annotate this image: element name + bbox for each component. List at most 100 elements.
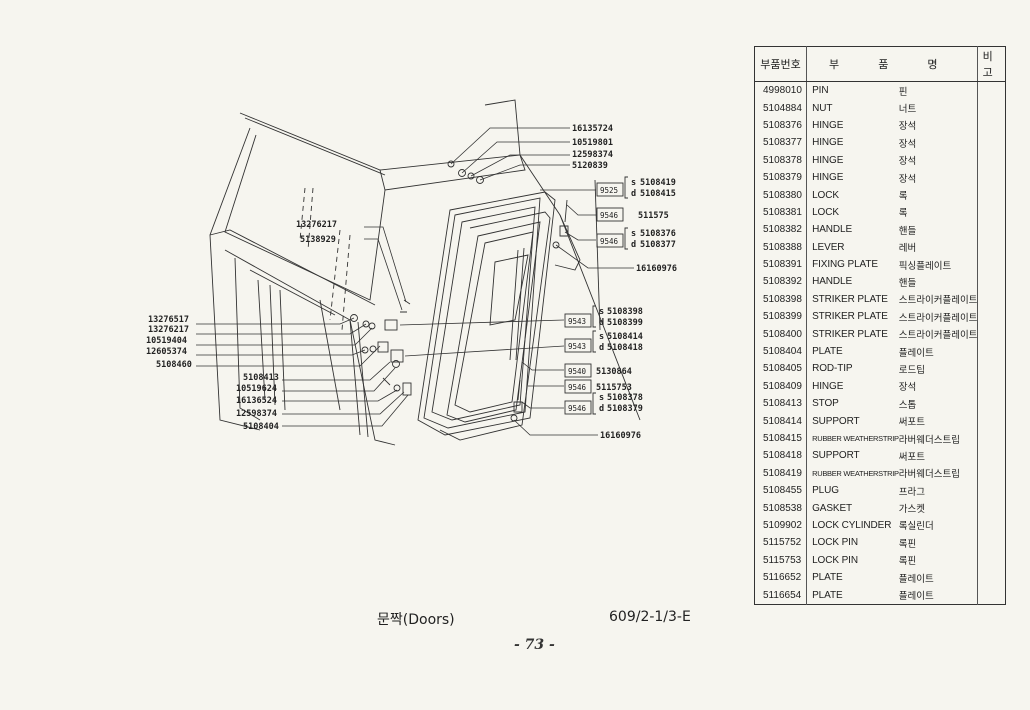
callout: 5108415	[640, 189, 676, 199]
part-number-cell: 5116654	[754, 586, 808, 605]
group-box-label: 9543	[568, 342, 586, 351]
english-name-cell: LOCK PIN	[812, 537, 858, 549]
note-cell	[978, 517, 1006, 534]
korean-name-cell: 장석	[898, 377, 979, 396]
korean-name-cell: 플레이트	[898, 342, 979, 361]
note-cell	[978, 378, 1006, 395]
part-number-cell: 5108388	[754, 238, 808, 256]
english-name-cell: SUPPORT	[812, 415, 860, 427]
side-prefix: d	[631, 240, 636, 250]
english-name-cell: HINGE	[812, 154, 844, 166]
part-number-cell: 5108382	[754, 221, 808, 239]
callouts-left: 13276217 5138929 13276517 13276217 10519…	[146, 220, 337, 432]
note-cell	[978, 430, 1006, 447]
part-number-cell: 5108381	[754, 203, 808, 222]
korean-name-cell: 록실린더	[898, 516, 979, 535]
korean-name-cell: 프라그	[898, 481, 979, 500]
side-prefix: d	[599, 404, 604, 414]
english-name-cell: STRIKER PLATE	[812, 328, 888, 340]
part-number-cell: 5108380	[754, 186, 808, 204]
note-cell	[978, 152, 1006, 169]
part-number-cell: 5108415	[754, 429, 808, 448]
note-cell	[978, 204, 1006, 221]
english-name-cell: STRIKER PLATE	[812, 293, 888, 305]
note-cell	[978, 169, 1006, 186]
part-number-cell: 5108404	[754, 342, 808, 361]
note-cell	[978, 273, 1006, 290]
callout: 5108414	[607, 332, 643, 342]
english-name-cell: LOCK CYLINDER	[812, 519, 892, 531]
part-number-cell: 5108378	[754, 151, 808, 169]
english-name-cell: STRIKER PLATE	[812, 311, 888, 323]
side-prefix: d	[599, 343, 604, 353]
english-name-cell: HANDLE	[812, 276, 853, 288]
part-number-cell: 5108399	[754, 308, 808, 326]
figure-title: 문짝(Doors)	[377, 612, 455, 628]
korean-name-cell: 픽싱플레이트	[898, 255, 979, 274]
group-box-label: 9546	[568, 383, 587, 392]
part-number-cell: 5108391	[754, 255, 808, 274]
table-row: 5109902 LOCK CYLINDER 록실린더	[754, 516, 1006, 535]
side-prefix: s	[599, 332, 604, 342]
english-name-cell: LOCK PIN	[812, 554, 858, 566]
callout: 5108413	[243, 373, 279, 383]
english-name-cell: HINGE	[812, 119, 844, 131]
group-box-label: 9543	[568, 317, 586, 326]
side-prefix: d	[599, 318, 604, 328]
header-part-name: 부 품 명	[806, 46, 979, 82]
header-note: 비 고	[977, 46, 1006, 82]
korean-name-cell: 핸들	[898, 273, 979, 291]
note-cell	[978, 482, 1006, 499]
english-name-cell: LOCK	[812, 189, 839, 201]
part-number-cell: 5108538	[754, 499, 808, 517]
note-cell	[978, 186, 1006, 203]
korean-name-cell: 록	[898, 203, 979, 222]
callout: 12598374	[236, 409, 277, 419]
callout: 16135724	[572, 124, 613, 134]
part-number-cell: 5108413	[754, 395, 808, 413]
part-number-cell: 5109902	[754, 516, 808, 535]
part-number-cell: 5108409	[754, 377, 808, 396]
callout: 5108419	[640, 178, 676, 188]
callout: 5108378	[607, 393, 643, 403]
part-number-cell: 5108398	[754, 290, 808, 309]
callout: 511575	[638, 211, 669, 221]
korean-name-cell: 써포트	[898, 447, 979, 465]
callout: 5108399	[607, 318, 643, 328]
note-cell	[978, 117, 1006, 134]
korean-name-cell: 플레이트	[898, 568, 979, 587]
english-name-cell: GASKET	[812, 502, 853, 514]
callouts-top: 16135724 10519801 12598374 5120839	[572, 124, 613, 171]
callout: 13276517	[148, 315, 189, 325]
english-name-cell: STOP	[812, 398, 839, 410]
part-number-cell: 5104884	[754, 99, 808, 117]
callout: 12605374	[146, 347, 187, 357]
callout: 5108376	[640, 229, 676, 239]
group-box-label: 9525	[600, 186, 618, 195]
korean-name-cell: 장석	[898, 116, 979, 135]
english-name-cell: PLATE	[812, 589, 843, 601]
note-cell	[978, 586, 1006, 604]
korean-name-cell: 핸들	[898, 221, 979, 239]
english-name-cell: HINGE	[812, 172, 844, 184]
part-number-cell: 5108455	[754, 481, 808, 500]
note-cell	[978, 308, 1006, 325]
part-number-cell: 5115752	[754, 534, 808, 552]
